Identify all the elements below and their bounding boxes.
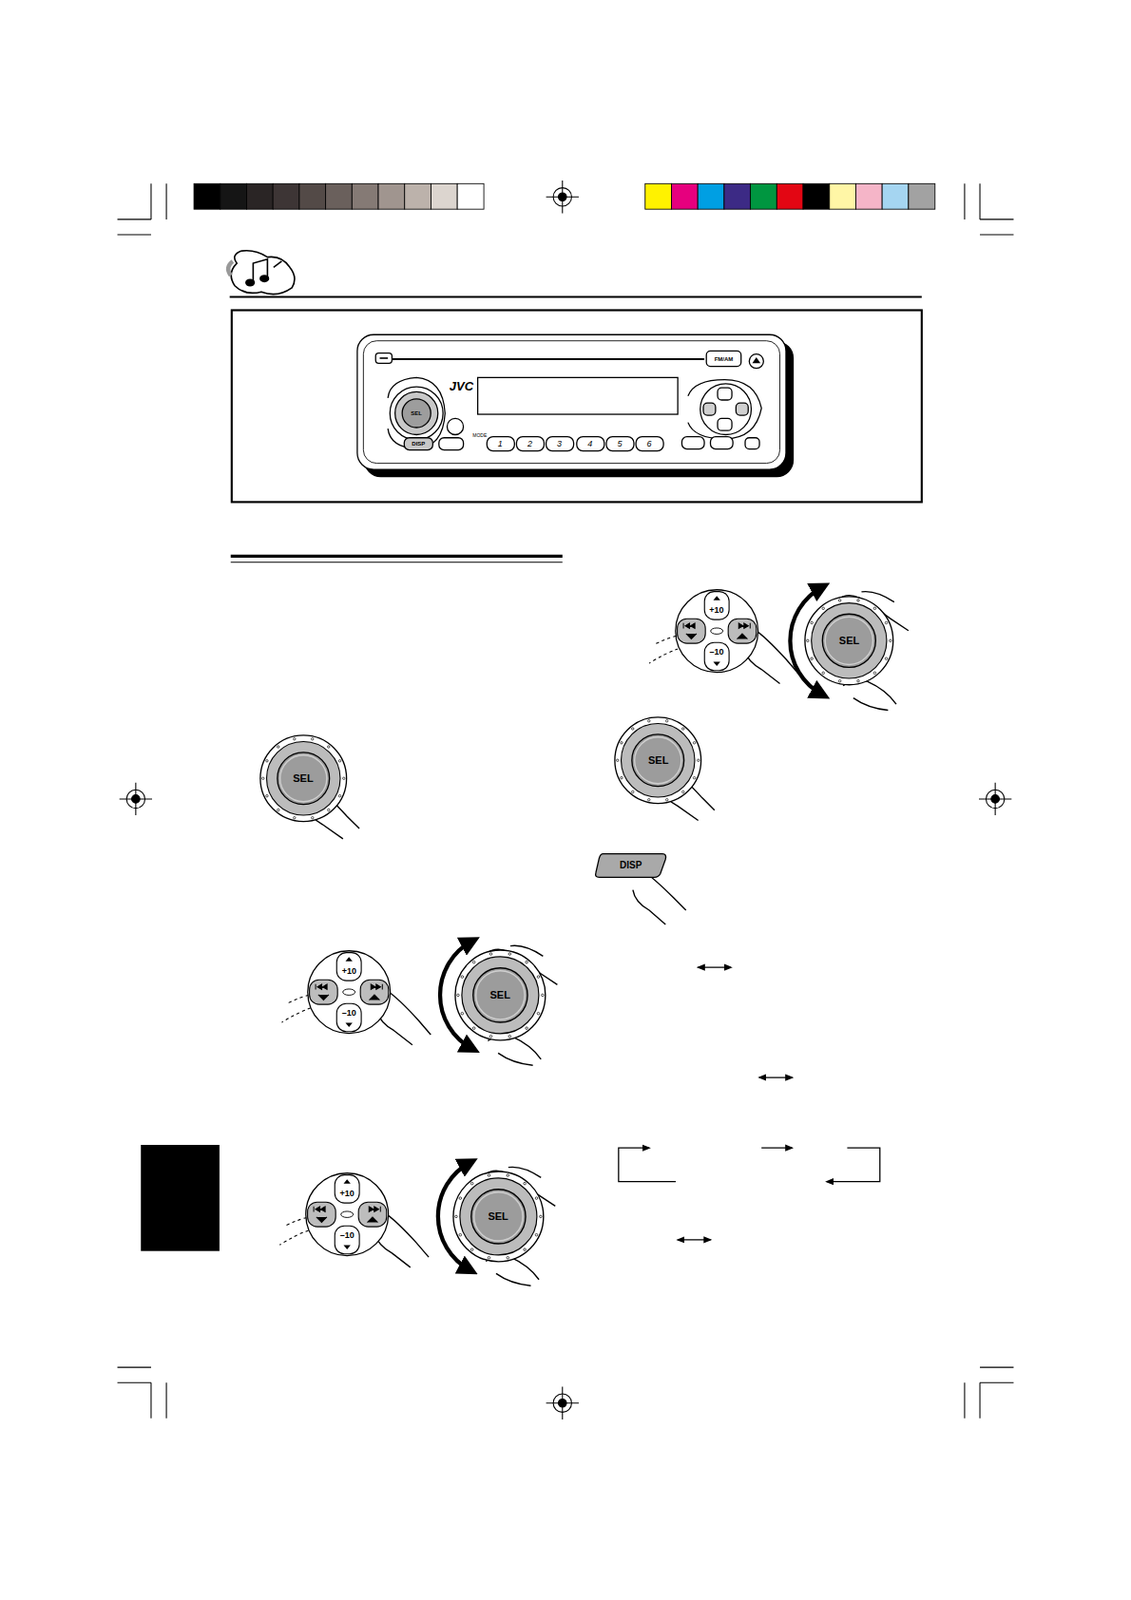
section-rule xyxy=(230,555,563,562)
faceplate-label: DISP xyxy=(411,440,425,447)
language-tab xyxy=(140,1145,220,1252)
preset-number: 5 xyxy=(616,440,622,449)
button-label: SEL xyxy=(648,755,669,767)
faceplate-label: MODE xyxy=(472,432,487,438)
button-label: SEL xyxy=(839,635,860,647)
color-bar xyxy=(645,183,936,210)
plus-ten-label: +10 xyxy=(342,966,357,976)
rotation-arrows xyxy=(438,587,824,1272)
preset-number: 3 xyxy=(556,440,562,449)
faceplate-label: FM/AM xyxy=(714,356,734,363)
control-dial: SEL xyxy=(453,948,548,1043)
pad-shape xyxy=(305,948,393,1036)
plus-ten-label: +10 xyxy=(340,1188,355,1198)
direction-pad: +10 –10 xyxy=(672,587,761,675)
faceplate-drawing xyxy=(357,334,794,477)
preset-number: 1 xyxy=(498,440,503,449)
plus-ten-label: +10 xyxy=(709,605,724,614)
control-dial: SEL xyxy=(803,594,896,688)
preset-number: 4 xyxy=(587,440,593,449)
crop-marks xyxy=(117,183,1015,1419)
direction-pad: +10 –10 xyxy=(303,1170,391,1259)
preset-number: 2 xyxy=(527,440,533,449)
direction-pad: +10 –10 xyxy=(305,948,393,1036)
dashed-fingers xyxy=(279,634,682,1246)
button-label: SEL xyxy=(292,773,313,785)
illustration-frame xyxy=(231,309,922,502)
faceplate-label: SEL xyxy=(410,410,422,417)
pad-shape xyxy=(672,587,761,675)
registration-marks xyxy=(119,180,1013,1420)
minus-ten-label: –10 xyxy=(709,647,724,656)
double-arrows xyxy=(677,967,792,1241)
music-icon xyxy=(228,250,295,295)
button-label: SEL xyxy=(490,990,511,1001)
control-dial: SEL xyxy=(258,733,349,825)
control-dial: SEL xyxy=(451,1169,546,1265)
brand-logo: JVC xyxy=(449,379,474,392)
disp-button: DISP xyxy=(594,852,668,880)
grayscale-bar xyxy=(193,183,484,210)
button-label: DISP xyxy=(619,861,642,871)
minus-ten-label: –10 xyxy=(340,1231,355,1241)
control-dial: SEL xyxy=(613,715,704,806)
header-rule xyxy=(230,295,922,298)
cycle-bracket xyxy=(618,1148,881,1182)
minus-ten-label: –10 xyxy=(342,1009,357,1018)
pad-shape xyxy=(303,1170,391,1259)
preset-number: 6 xyxy=(647,440,652,449)
button-label: SEL xyxy=(487,1211,508,1223)
finger-drawings xyxy=(295,592,908,1287)
